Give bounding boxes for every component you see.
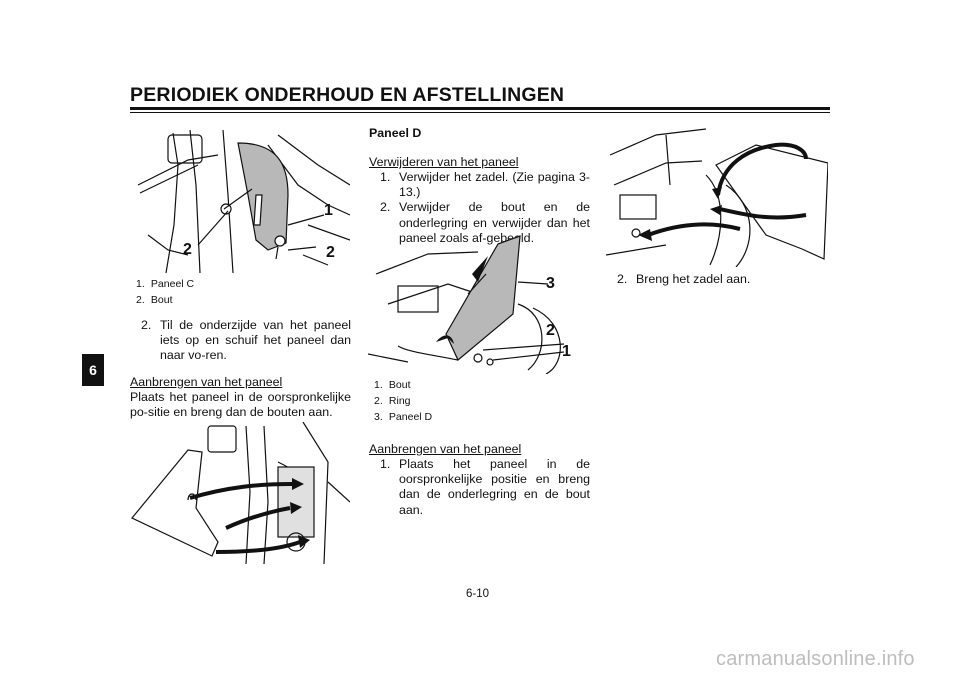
- list-item: 1. Verwijder het zadel. (Zie pagina 3-13.…: [380, 170, 590, 200]
- legend-text: Bout: [150, 294, 173, 306]
- step-text: Breng het zadel aan.: [636, 272, 751, 286]
- legend-num: 2.: [136, 294, 145, 306]
- section-title-paneel-d: Paneel D: [369, 126, 422, 140]
- header-rule-thick: [130, 107, 830, 110]
- step-number: 2.: [617, 272, 628, 286]
- legend-num: 2.: [374, 395, 383, 407]
- page-header-title: PERIODIEK ONDERHOUD EN AFSTELLINGEN: [130, 84, 565, 106]
- col1-step-2: 2. Til de onderzijde van het paneel iets …: [141, 318, 351, 364]
- figure-panel-c-removal: [128, 125, 350, 273]
- watermark-text: carmanualsonline.info: [716, 648, 915, 670]
- panel-c-install-illustration: [131, 422, 350, 564]
- step-number: 2.: [141, 318, 152, 332]
- fig1-callout-2-left: 2: [183, 241, 192, 258]
- panel-d-install-illustration: [606, 128, 828, 267]
- legend-text: Bout: [388, 379, 411, 391]
- header-rule-thin: [130, 112, 830, 113]
- fig2-legend: 1. Bout 2. Ring 3. Paneel D: [374, 377, 574, 425]
- fig2-callout-2: 2: [546, 322, 555, 339]
- step-text: Til de onderzijde van het paneel iets op…: [160, 318, 351, 363]
- step-number: 2.: [380, 200, 391, 215]
- fig1-callout-2-right: 2: [326, 244, 335, 261]
- fig1-legend: 1. Paneel C 2. Bout: [136, 276, 336, 308]
- step-number: 1.: [380, 457, 391, 471]
- list-item: 2. Verwijder de bout en de onderlegring e…: [380, 200, 590, 246]
- legend-text: Ring: [388, 395, 411, 407]
- col2-removal-heading: Verwijderen van het paneel: [369, 155, 519, 169]
- col1-install-text: Plaats het paneel in de oorspronkelijke …: [130, 390, 351, 420]
- col2-install-steps: 1. Plaats het paneel in de oorspronkelijk…: [380, 457, 590, 518]
- legend-item: 1. Paneel C: [136, 276, 336, 292]
- legend-item: 2. Ring: [374, 393, 574, 409]
- figure-panel-d-installation: [606, 125, 828, 267]
- col2-removal-steps: 1. Verwijder het zadel. (Zie pagina 3-13.…: [380, 170, 590, 246]
- step-number: 1.: [380, 170, 391, 184]
- panel-c-illustration: [137, 129, 350, 273]
- step-text: Plaats het paneel in de oorspronkelijke …: [399, 457, 590, 517]
- legend-num: 1.: [136, 278, 145, 290]
- legend-item: 2. Bout: [136, 292, 336, 308]
- fig2-callout-1: 1: [562, 343, 571, 360]
- figure-panel-d-removal: [368, 234, 592, 374]
- list-item: 1. Plaats het paneel in de oorspronkelijk…: [380, 457, 590, 518]
- col1-install-heading: Aanbrengen van het paneel: [130, 375, 283, 389]
- col3-steps: 2. Breng het zadel aan.: [617, 272, 827, 287]
- legend-item: 3. Paneel D: [374, 409, 574, 425]
- page-number: 6-10: [466, 588, 490, 600]
- step-text: Verwijder de bout en de onderlegring en …: [399, 200, 590, 245]
- fig1-callout-1: 1: [324, 202, 333, 219]
- list-item: 2. Breng het zadel aan.: [617, 272, 827, 287]
- panel-d-illustration: [368, 235, 565, 374]
- chapter-tab: 6: [82, 354, 104, 386]
- step-text: Verwijder het zadel. (Zie pagina 3-13.): [399, 170, 590, 200]
- legend-num: 3.: [374, 411, 383, 423]
- figure-panel-c-installation: [128, 422, 350, 564]
- legend-text: Paneel C: [150, 278, 195, 290]
- legend-item: 1. Bout: [374, 377, 574, 393]
- legend-text: Paneel D: [388, 411, 433, 423]
- fig2-callout-3: 3: [546, 275, 555, 292]
- col2-install-heading: Aanbrengen van het paneel: [369, 442, 522, 456]
- legend-num: 1.: [374, 379, 383, 391]
